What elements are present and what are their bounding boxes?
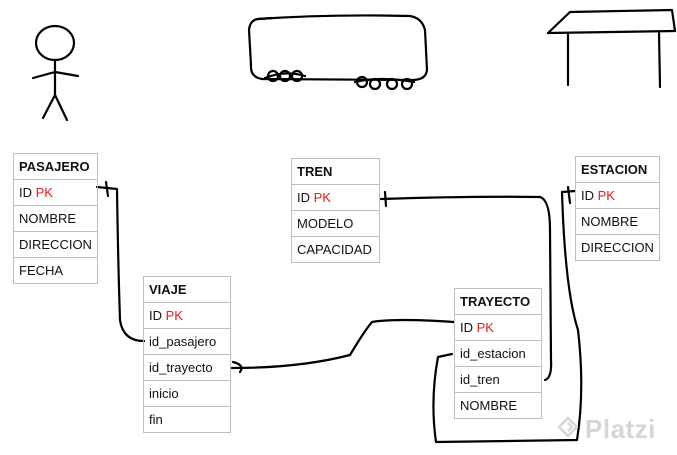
platzi-logo-icon	[557, 416, 579, 438]
attribute-row: id_pasajero	[143, 328, 231, 355]
attribute-row: CAPACIDAD	[291, 236, 380, 263]
pk-marker: PK	[35, 185, 53, 200]
pk-marker: PK	[313, 190, 331, 205]
attribute-row: inicio	[143, 380, 231, 407]
entity-title: PASAJERO	[13, 153, 98, 180]
attribute-row: id_estacion	[454, 340, 542, 367]
attribute-row: FECHA	[13, 257, 98, 284]
relation-estacion-trayecto	[432, 185, 583, 444]
attribute-row: MODELO	[291, 210, 380, 237]
entity-trayecto: TRAYECTO ID PK id_estacion id_tren NOMBR…	[454, 288, 542, 419]
entity-title: VIAJE	[143, 276, 231, 303]
relation-viaje-trayecto	[230, 318, 456, 374]
train-sketch-icon	[247, 14, 429, 91]
attribute-row: ID PK	[454, 314, 542, 341]
station-sketch-icon	[546, 8, 677, 89]
attribute-row: ID PK	[143, 302, 231, 329]
entity-pasajero: PASAJERO ID PK NOMBRE DIRECCION FECHA	[13, 153, 98, 284]
person-sketch-icon	[31, 24, 80, 122]
entity-title: TRAYECTO	[454, 288, 542, 315]
attribute-label: ID	[460, 320, 473, 335]
pk-marker: PK	[165, 308, 183, 323]
attribute-row: NOMBRE	[13, 205, 98, 232]
attribute-row: fin	[143, 406, 231, 433]
attribute-row: ID PK	[575, 182, 660, 209]
attribute-row: ID PK	[13, 179, 98, 206]
attribute-row: DIRECCION	[13, 231, 98, 258]
entity-tren: TREN ID PK MODELO CAPACIDAD	[291, 158, 380, 263]
watermark: Platzi	[585, 414, 656, 444]
attribute-row: NOMBRE	[575, 208, 660, 235]
relation-pasajero-viaje	[95, 180, 146, 343]
attribute-label: ID	[581, 188, 594, 203]
attribute-row: id_tren	[454, 366, 542, 393]
attribute-label: ID	[297, 190, 310, 205]
relation-tren-trayecto	[379, 190, 553, 382]
pk-marker: PK	[597, 188, 615, 203]
entity-viaje: VIAJE ID PK id_pasajero id_trayecto inic…	[143, 276, 231, 433]
attribute-label: ID	[149, 308, 162, 323]
attribute-row: DIRECCION	[575, 234, 660, 261]
pk-marker: PK	[476, 320, 494, 335]
attribute-row: NOMBRE	[454, 392, 542, 419]
attribute-row: id_trayecto	[143, 354, 231, 381]
entity-title: ESTACION	[575, 156, 660, 183]
entity-title: TREN	[291, 158, 380, 185]
entity-estacion: ESTACION ID PK NOMBRE DIRECCION	[575, 156, 660, 261]
attribute-label: ID	[19, 185, 32, 200]
attribute-row: ID PK	[291, 184, 380, 211]
